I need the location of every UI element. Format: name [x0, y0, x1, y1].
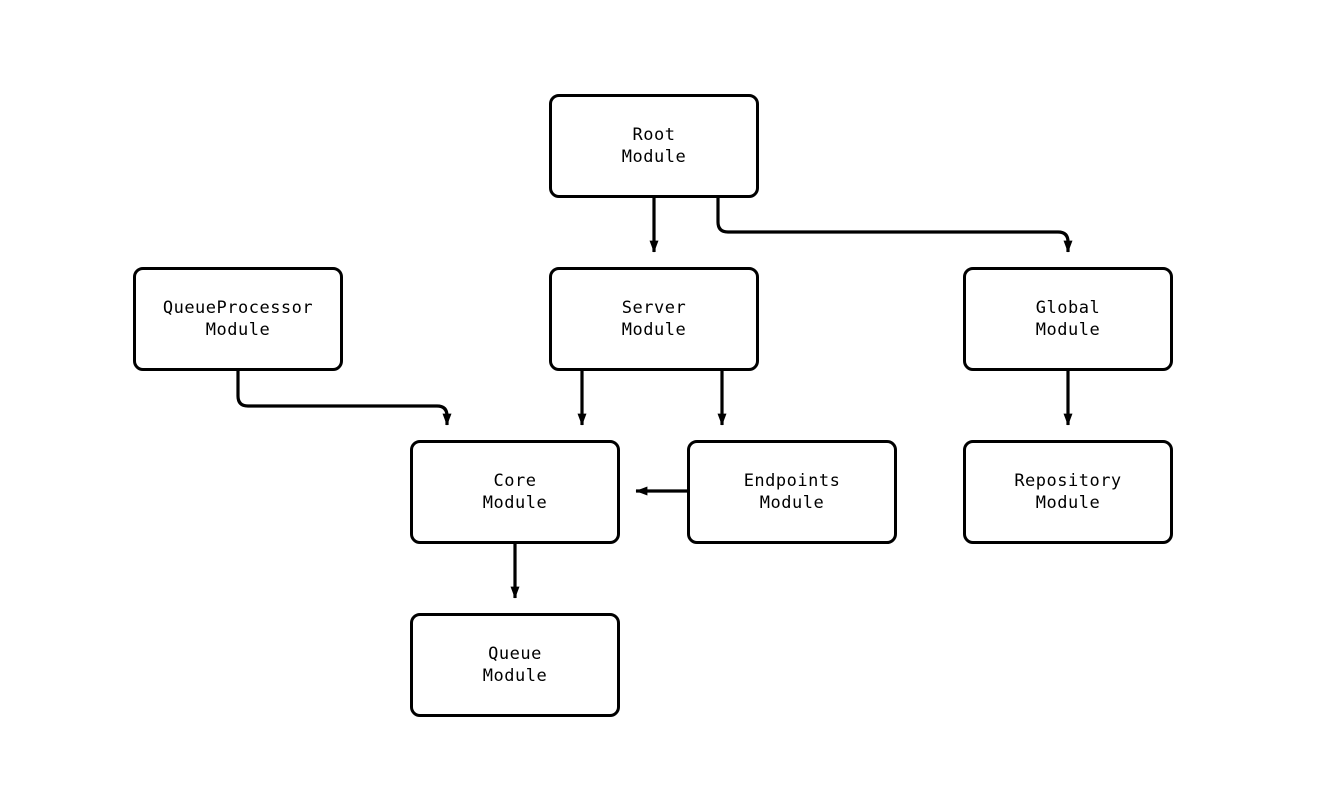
- node-endpoints-subtitle: Module: [759, 493, 825, 513]
- edge-root-global: [716, 198, 1073, 253]
- node-queueprocessor-subtitle: Module: [205, 320, 271, 340]
- node-queue[interactable]: Queue Module: [410, 613, 620, 717]
- node-root[interactable]: Root Module: [549, 94, 759, 198]
- node-server-title: Server: [621, 298, 687, 318]
- node-root-title: Root: [632, 125, 676, 145]
- node-core-title: Core: [493, 471, 537, 491]
- node-repository-subtitle: Module: [1035, 493, 1101, 513]
- node-queue-subtitle: Module: [482, 666, 548, 686]
- node-core[interactable]: Core Module: [410, 440, 620, 544]
- node-repository[interactable]: Repository Module: [963, 440, 1173, 544]
- node-core-subtitle: Module: [482, 493, 548, 513]
- node-global-subtitle: Module: [1035, 320, 1101, 340]
- edge-queueprocessor-core: [236, 371, 452, 426]
- node-queueprocessor[interactable]: QueueProcessor Module: [133, 267, 343, 371]
- node-server[interactable]: Server Module: [549, 267, 759, 371]
- node-global[interactable]: Global Module: [963, 267, 1173, 371]
- node-queue-title: Queue: [488, 644, 542, 664]
- node-endpoints-title: Endpoints: [743, 471, 841, 491]
- node-root-subtitle: Module: [621, 147, 687, 167]
- node-server-subtitle: Module: [621, 320, 687, 340]
- node-queueprocessor-title: QueueProcessor: [162, 298, 314, 318]
- node-repository-title: Repository: [1014, 471, 1122, 491]
- node-endpoints[interactable]: Endpoints Module: [687, 440, 897, 544]
- node-global-title: Global: [1035, 298, 1101, 318]
